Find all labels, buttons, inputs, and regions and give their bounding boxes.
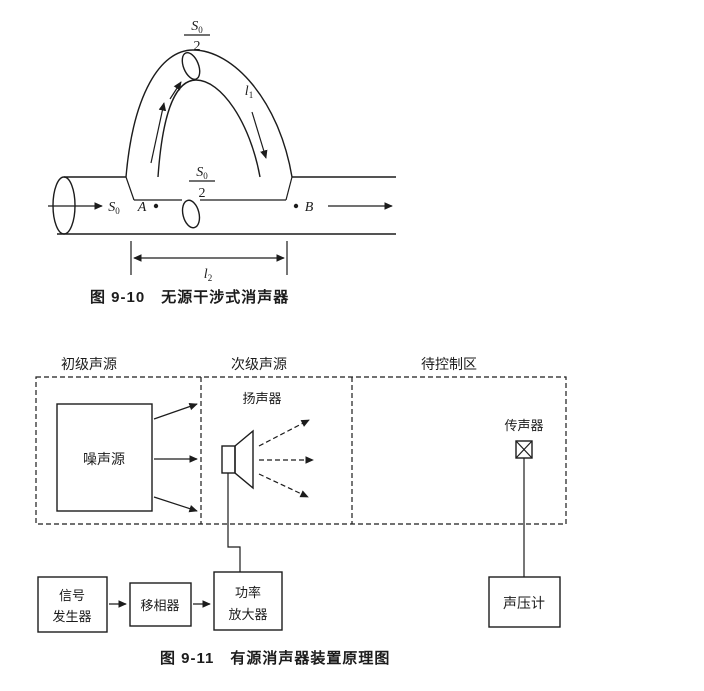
speaker-cone — [234, 429, 254, 490]
region-label-control-zone: 待控制区 — [421, 356, 477, 372]
flow-arrow-up-left — [150, 102, 167, 164]
speaker-wire — [227, 473, 241, 572]
flow-arrow-down-right — [251, 111, 268, 159]
speaker-icon — [221, 429, 254, 490]
point-b-dot — [293, 203, 299, 209]
point-b-label: B — [305, 200, 314, 215]
power-amplifier-label-line1: 功率 — [235, 585, 261, 600]
speaker-wave-arrow-top — [258, 419, 310, 447]
speaker-driver — [221, 445, 236, 474]
power-amplifier-label-line2: 放大器 — [228, 607, 267, 622]
microphone-label: 传声器 — [504, 418, 543, 433]
signal-generator-label-line2: 发生器 — [52, 609, 91, 624]
figure-9-11: 初级声源 次级声源 待控制区 噪声源 扬声器 传声器 — [35, 356, 567, 667]
point-a-label: A — [137, 200, 147, 215]
branch-length-label: l1 — [245, 84, 253, 100]
top-fraction-denominator: 2 — [194, 39, 201, 54]
region-label-primary-source: 初级声源 — [61, 356, 117, 372]
inlet-area-label: S0 — [108, 200, 120, 216]
figure-9-11-caption: 图 9-11 有源消声器装置原理图 — [160, 649, 390, 667]
point-a-dot — [153, 203, 159, 209]
dimension-l2: l2 — [130, 241, 288, 283]
top-fraction-numerator: S0 — [191, 19, 203, 35]
noise-arrow-top — [153, 402, 198, 420]
phase-shifter-box — [129, 582, 192, 627]
mid-fraction-numerator: S0 — [196, 165, 208, 181]
figure-9-10: S0 2 l1 S0 2 S0 A B l2 图 9-10 — [48, 19, 396, 306]
noise-source-label: 噪声源 — [83, 451, 125, 467]
center-duct-ellipse — [181, 199, 201, 229]
spl-meter-label: 声压计 — [503, 595, 545, 611]
arch-apex-ellipse — [181, 52, 201, 80]
noise-arrow-bottom — [153, 496, 198, 513]
dimension-label: l2 — [204, 267, 212, 283]
microphone-cross-2 — [515, 440, 533, 459]
top-fraction: S0 2 — [184, 19, 210, 54]
figure-9-10-caption: 图 9-10 无源干涉式消声器 — [90, 288, 289, 306]
junction-slant-right — [285, 176, 293, 201]
speaker-wave-arrow-bottom — [258, 473, 309, 498]
speaker-label: 扬声器 — [242, 391, 281, 406]
mid-fraction: S0 2 — [189, 165, 215, 201]
region-label-secondary-source: 次级声源 — [231, 356, 287, 372]
microphone-icon — [515, 440, 533, 459]
dashed-region-box — [35, 376, 567, 525]
signal-generator-box — [37, 576, 108, 633]
signal-generator-label-line1: 信号 — [59, 588, 85, 603]
flow-arrow-apex — [169, 81, 182, 100]
power-amplifier-box — [213, 571, 283, 631]
bypass-arch-outer — [125, 49, 293, 178]
noise-source-box — [56, 403, 153, 512]
bypass-arch-inner — [157, 79, 261, 178]
junction-slant-left — [125, 176, 135, 201]
spl-meter-box — [488, 576, 561, 628]
phase-shifter-label: 移相器 — [140, 598, 179, 613]
mid-fraction-denominator: 2 — [199, 186, 206, 201]
